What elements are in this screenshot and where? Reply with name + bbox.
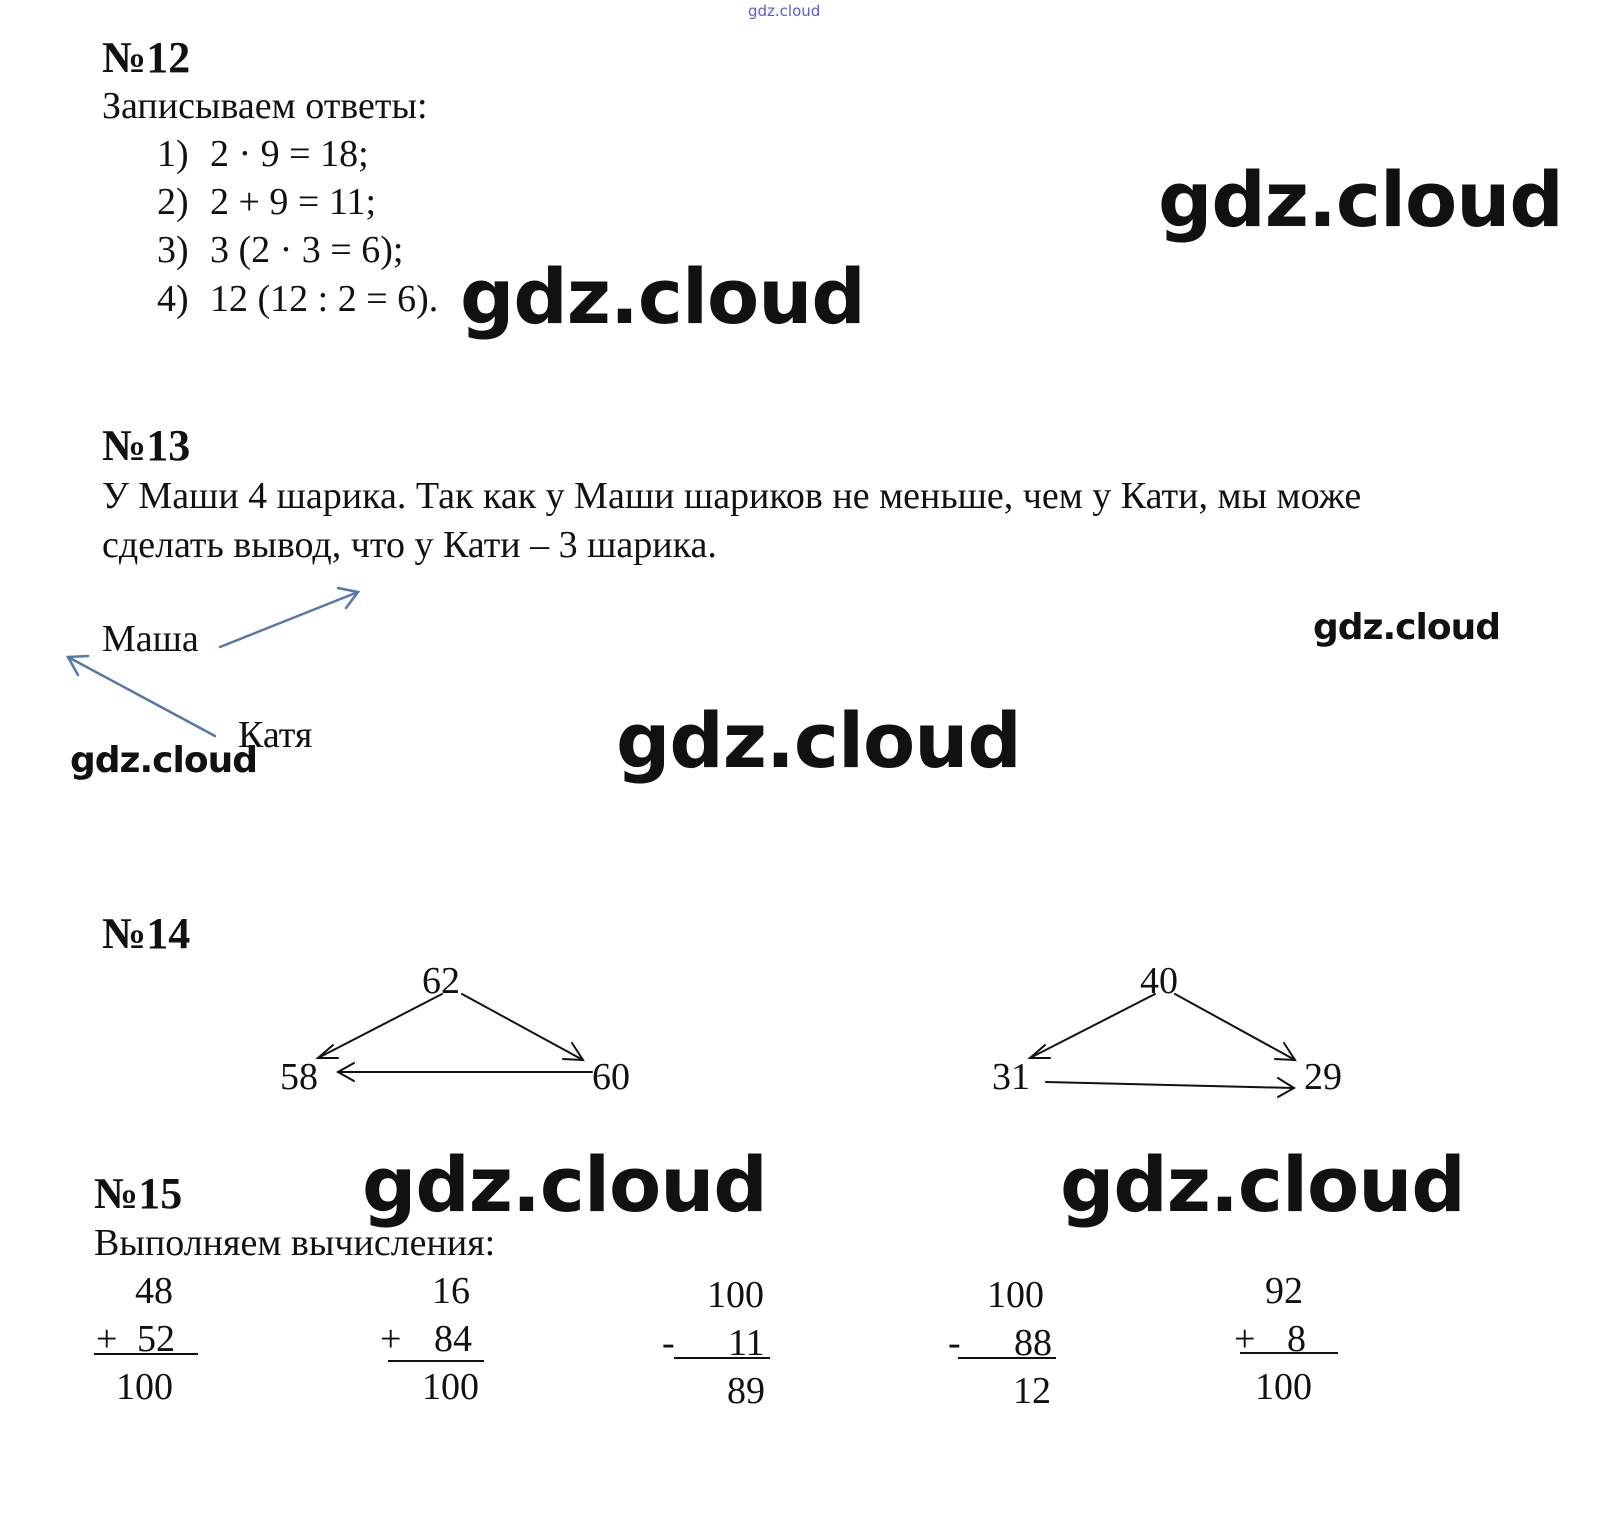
answer-2-text: 2 + 9 = 11; bbox=[210, 181, 377, 223]
column-4-operand-b: 88 bbox=[1014, 1322, 1052, 1364]
column-2-sign: + bbox=[380, 1318, 402, 1360]
watermark: gdz.cloud bbox=[616, 696, 1022, 785]
problem-13-title: №13 bbox=[102, 421, 191, 470]
column-1-underline bbox=[94, 1353, 198, 1355]
column-2-result: 100 bbox=[422, 1366, 479, 1408]
column-5-operand-a: 92 bbox=[1265, 1270, 1303, 1312]
watermark: gdz.cloud bbox=[70, 740, 258, 781]
problem-15-intro: Выполняем вычисления: bbox=[94, 1222, 496, 1264]
arrowhead-katya-up bbox=[65, 654, 90, 677]
watermark: gdz.cloud bbox=[362, 1140, 768, 1229]
watermark: gdz.cloud bbox=[1158, 155, 1564, 244]
watermark: gdz.cloud bbox=[460, 252, 866, 341]
column-5-operand-b: 8 bbox=[1287, 1318, 1306, 1360]
column-3-result: 89 bbox=[727, 1370, 765, 1412]
right-triangle-top: 40 bbox=[1140, 960, 1178, 1002]
arrow-masha-up bbox=[218, 590, 360, 649]
column-2-operand-b: 84 bbox=[434, 1318, 472, 1360]
column-4-result: 12 bbox=[1013, 1370, 1051, 1412]
label-masha: Маша bbox=[102, 618, 199, 660]
arrow-katya-up bbox=[66, 655, 217, 738]
problem-13-line-2: сделать вывод, что у Кати – 3 шарика. bbox=[102, 524, 717, 566]
column-2-underline bbox=[388, 1360, 484, 1362]
column-1-operand-a: 48 bbox=[135, 1270, 173, 1312]
right-triangle-right: 29 bbox=[1304, 1056, 1342, 1098]
right-triangle-left: 31 bbox=[992, 1056, 1030, 1098]
column-4-operand-a: 100 bbox=[987, 1274, 1044, 1316]
column-4-underline bbox=[958, 1357, 1056, 1359]
column-3-underline bbox=[674, 1357, 770, 1359]
column-1-result: 100 bbox=[116, 1366, 173, 1408]
column-5-result: 100 bbox=[1255, 1366, 1312, 1408]
problem-14-title: №14 bbox=[102, 909, 191, 958]
left-triangle-right: 60 bbox=[592, 1056, 630, 1098]
watermark: gdz.cloud bbox=[1313, 607, 1501, 648]
problem-13-line-1: У Маши 4 шарика. Так как у Маши шариков … bbox=[102, 475, 1362, 517]
column-1-operand-b: 52 bbox=[137, 1318, 175, 1360]
problem-15-title: №15 bbox=[94, 1169, 183, 1218]
answer-3-number: 3) bbox=[157, 229, 189, 271]
column-3-sign: - bbox=[662, 1322, 675, 1364]
column-5-underline bbox=[1240, 1352, 1338, 1354]
answer-3-text: 3 (2 · 3 = 6); bbox=[210, 229, 404, 271]
watermark-top: gdz.cloud bbox=[748, 2, 821, 20]
column-5-sign: + bbox=[1234, 1318, 1256, 1360]
problem-12-title: №12 bbox=[102, 33, 191, 82]
column-4-sign: - bbox=[948, 1322, 961, 1364]
answer-1-text: 2 · 9 = 18; bbox=[210, 133, 369, 175]
column-1-sign: + bbox=[96, 1318, 118, 1360]
answer-4-text: 12 (12 : 2 = 6). bbox=[210, 278, 439, 320]
arrowhead-masha-up bbox=[336, 586, 361, 610]
column-2-operand-a: 16 bbox=[432, 1270, 470, 1312]
label-katya: Катя bbox=[238, 714, 313, 756]
answer-1-number: 1) bbox=[157, 133, 189, 175]
left-triangle-left: 58 bbox=[280, 1056, 318, 1098]
watermark: gdz.cloud bbox=[1060, 1140, 1466, 1229]
column-3-operand-a: 100 bbox=[707, 1274, 764, 1316]
problem-12-intro: Записываем ответы: bbox=[102, 85, 428, 127]
answer-4-number: 4) bbox=[157, 278, 189, 320]
column-3-operand-b: 11 bbox=[728, 1322, 765, 1364]
answer-2-number: 2) bbox=[157, 181, 189, 223]
